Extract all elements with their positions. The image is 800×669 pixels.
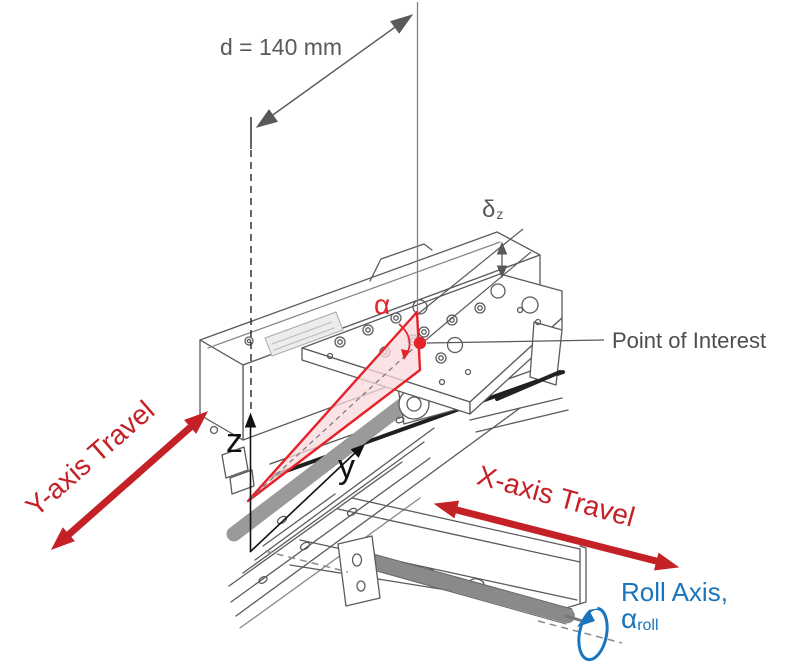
roll-alpha-symbol: α xyxy=(621,603,638,635)
poi-leader-line xyxy=(426,339,605,344)
x-leadscrew xyxy=(337,535,588,625)
roll-axis-title: Roll Axis, xyxy=(621,577,728,607)
roll-axis-dashed-line xyxy=(264,550,623,644)
point-of-interest-label: Point of Interest xyxy=(612,328,767,353)
delta-z-label: δz xyxy=(482,196,504,223)
z-axis-label: z xyxy=(226,422,243,460)
stage-illustration xyxy=(199,231,588,629)
roll-rotation-arrow xyxy=(577,601,609,662)
dimension-arrow xyxy=(255,14,414,128)
dimension-label: d = 140 mm xyxy=(220,34,343,60)
y-axis-label: y xyxy=(338,448,355,486)
z-axis-arrow xyxy=(244,412,257,552)
x-travel-arrow xyxy=(433,500,680,571)
y-leadscrew xyxy=(226,387,424,542)
lower-rails xyxy=(228,407,521,629)
alpha-angle-label: α xyxy=(374,289,391,320)
delta-z-dimension xyxy=(417,228,532,345)
roll-axis-label: Roll Axis, αroll xyxy=(621,577,728,635)
y-axis-arrow xyxy=(249,444,365,553)
delta-symbol: δ xyxy=(482,196,496,223)
roll-alpha-line: αroll xyxy=(621,603,728,635)
roll-alpha-subscript: roll xyxy=(637,617,659,635)
alpha-angle-arrowhead xyxy=(401,349,410,360)
y-travel-arrow xyxy=(50,411,209,550)
point-of-interest-dot xyxy=(413,336,427,350)
delta-subscript: z xyxy=(496,206,504,222)
